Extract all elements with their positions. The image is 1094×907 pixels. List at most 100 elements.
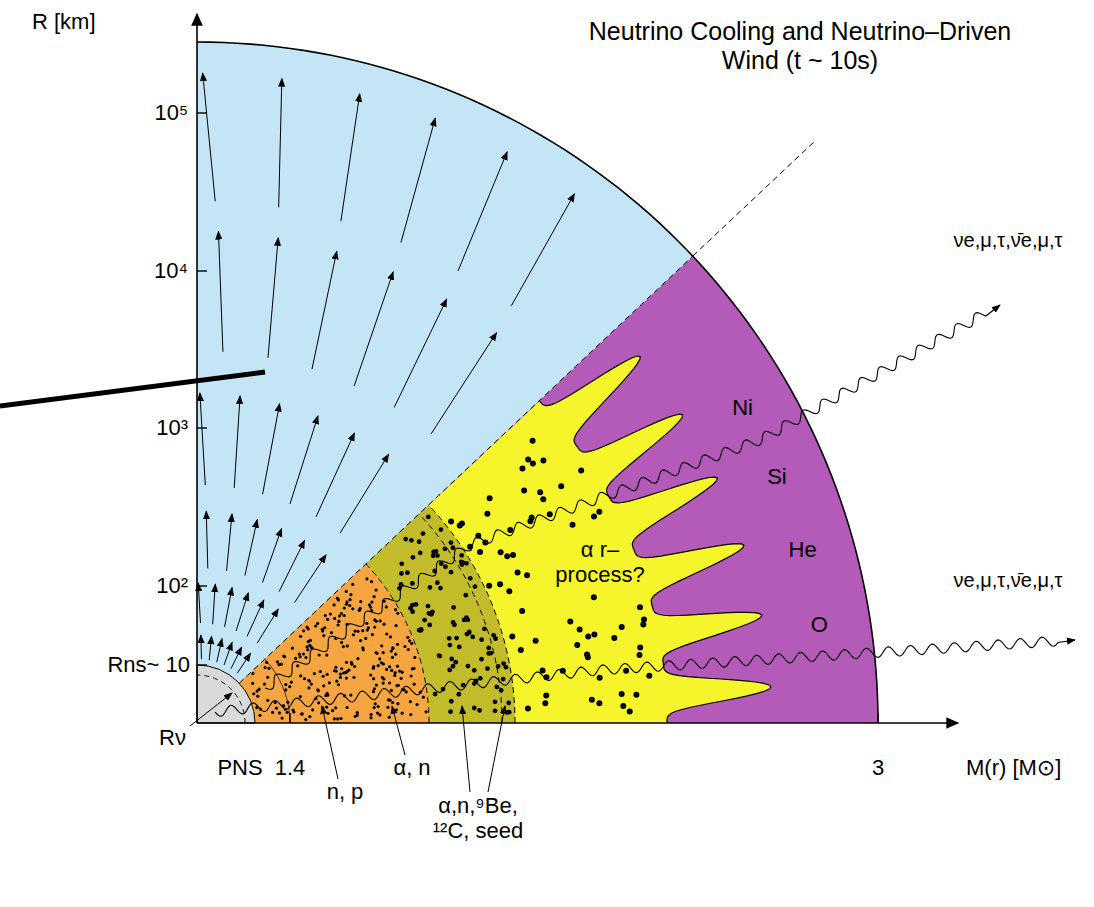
particle-dot: [266, 676, 269, 679]
particle-dot: [372, 690, 375, 693]
particle-dot: [372, 665, 375, 668]
particle-dot: [509, 634, 515, 640]
particle-dot: [252, 692, 255, 695]
particle-dot: [646, 673, 652, 679]
particle-dot: [443, 564, 448, 569]
particle-dot: [451, 620, 456, 625]
particle-dot: [359, 639, 362, 642]
particle-dot: [336, 717, 339, 720]
wind-arrow: [237, 653, 250, 673]
particle-dot: [394, 608, 397, 611]
wind-arrow: [234, 396, 240, 488]
wind-arrow: [295, 555, 327, 603]
layer-boundary: [419, 514, 502, 723]
particle-dot: [447, 668, 452, 673]
particle-dot: [591, 514, 597, 520]
particle-dot: [457, 645, 462, 650]
particle-dot: [463, 593, 468, 598]
particle-dot: [394, 624, 397, 627]
particle-dot: [310, 682, 313, 685]
neutrino-ray: [265, 305, 1000, 689]
particle-dot: [266, 699, 269, 702]
leader-arrow: [462, 706, 470, 792]
particle-dot: [391, 701, 394, 704]
wind-arrow: [511, 194, 574, 306]
particle-dot: [477, 708, 482, 713]
shell-label: O: [811, 612, 828, 637]
wind-arrow: [231, 647, 242, 669]
leader-arrow: [392, 706, 405, 755]
particle-dot: [410, 642, 413, 645]
region-label: PNS: [217, 755, 262, 780]
particle-dot: [283, 655, 286, 658]
particle-dot: [540, 457, 546, 463]
particle-dot: [304, 718, 307, 721]
particle-dot: [299, 695, 302, 698]
particle-dot: [299, 674, 302, 677]
particle-dot: [346, 706, 349, 709]
particle-dot: [365, 577, 368, 580]
particle-dot: [543, 692, 549, 698]
particle-dot: [460, 562, 465, 567]
particle-dot: [585, 654, 591, 660]
particle-dot: [264, 666, 267, 669]
particle-dot: [447, 636, 452, 641]
wind-arrow: [209, 636, 211, 660]
wind-arrow: [224, 642, 232, 665]
neutrino-ray: [215, 637, 1075, 716]
particle-dot: [447, 643, 452, 648]
particle-dot: [577, 627, 583, 633]
particle-dot: [307, 627, 310, 630]
particle-dot: [343, 614, 346, 617]
particle-dot: [348, 604, 351, 607]
wind-arrow: [217, 639, 222, 663]
particle-dot: [417, 539, 422, 544]
axis-tick: [197, 270, 207, 271]
particle-dot: [386, 706, 389, 709]
particle-dot: [413, 656, 416, 659]
particle-dot: [372, 677, 375, 680]
particle-dot: [310, 646, 313, 649]
particle-dot: [380, 644, 383, 647]
particle-dot: [390, 689, 393, 692]
particle-dot: [529, 514, 535, 520]
particle-dot: [409, 538, 414, 543]
particle-dot: [453, 660, 458, 665]
particle-dot: [334, 666, 337, 669]
particle-dot: [637, 604, 643, 610]
particle-dot: [403, 537, 408, 542]
particle-dot: [448, 519, 454, 525]
particle-dot: [348, 598, 351, 601]
particle-dot: [515, 569, 521, 575]
particle-dot: [385, 632, 388, 635]
particle-dot: [290, 681, 293, 684]
particle-dot: [570, 522, 576, 528]
particle-dot: [466, 664, 471, 669]
wind-arrow: [236, 593, 248, 631]
particle-dot: [589, 697, 595, 703]
particle-dot: [510, 552, 516, 558]
particle-dot: [333, 717, 336, 720]
particle-dot: [591, 631, 597, 637]
particle-dot: [470, 635, 475, 640]
particle-dot: [485, 666, 490, 671]
particle-dot: [506, 700, 511, 705]
particle-dot: [302, 629, 305, 632]
finger-outline: [540, 356, 771, 723]
particle-dot: [275, 707, 278, 710]
wind-arrow: [203, 73, 216, 201]
particle-dot: [488, 651, 493, 656]
particle-dot: [369, 716, 372, 719]
particle-dot: [333, 617, 336, 620]
particle-dot: [337, 598, 340, 601]
particle-dot: [303, 677, 306, 680]
particle-dot: [525, 706, 531, 712]
particle-dot: [567, 619, 573, 625]
shell-label: He: [789, 537, 817, 562]
wind-arrow: [200, 635, 202, 659]
particle-dot: [462, 618, 467, 623]
particle-dot: [308, 679, 311, 682]
particle-dot: [399, 571, 404, 576]
particle-dot: [521, 488, 527, 494]
